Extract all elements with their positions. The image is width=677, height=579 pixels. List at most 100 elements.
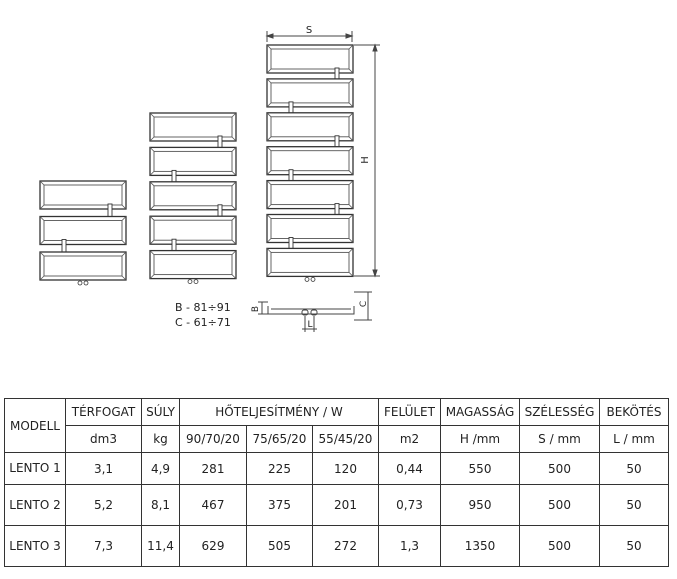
radiator-panel-inner bbox=[270, 116, 350, 138]
radiator-panel bbox=[149, 249, 237, 280]
dimension-h-label: H bbox=[360, 156, 371, 164]
top-view-detail bbox=[258, 291, 372, 332]
cell-width: 500 bbox=[519, 484, 600, 526]
header-surface: FELÜLET bbox=[378, 398, 441, 426]
radiator-valve bbox=[187, 279, 193, 285]
cell-output-1: 467 bbox=[179, 484, 247, 526]
radiator-panel-bevel bbox=[266, 248, 354, 277]
cell-output-1: 629 bbox=[179, 525, 247, 567]
cell-volume: 3,1 bbox=[65, 452, 142, 485]
cell-width: 500 bbox=[519, 452, 600, 485]
radiator-panel-inner bbox=[43, 184, 123, 206]
radiator-panel-inner bbox=[43, 255, 123, 277]
radiator-lento-1-drawing bbox=[39, 180, 127, 286]
unit-volume: dm3 bbox=[65, 425, 142, 453]
radiator-panel bbox=[266, 247, 354, 278]
unit-weight: kg bbox=[141, 425, 180, 453]
radiator-panel bbox=[266, 146, 354, 176]
unit-output-1: 90/70/20 bbox=[179, 425, 247, 453]
radiator-panel-bevel bbox=[266, 112, 354, 142]
spec-table: MODELL TÉRFOGAT SÚLY HŐTELJESÍTMÉNY / W … bbox=[4, 398, 669, 567]
radiator-panel-inner bbox=[153, 185, 233, 207]
radiator-panel-inner bbox=[43, 220, 123, 241]
radiator-panel-inner bbox=[153, 219, 233, 241]
header-connection: BEKÖTÉS bbox=[599, 398, 669, 426]
cell-height: 550 bbox=[440, 452, 520, 485]
header-volume: TÉRFOGAT bbox=[65, 398, 142, 426]
radiator-panel-bevel bbox=[266, 180, 354, 209]
note-c-range: C - 61÷71 bbox=[175, 316, 231, 329]
cell-weight: 4,9 bbox=[141, 452, 180, 485]
unit-output-3: 55/45/20 bbox=[312, 425, 379, 453]
radiator-panel bbox=[149, 146, 237, 177]
radiator-panel-inner bbox=[270, 48, 350, 70]
radiator-panel-bevel bbox=[149, 215, 237, 245]
cell-output-2: 505 bbox=[246, 525, 313, 567]
radiator-panel-inner bbox=[270, 184, 350, 206]
dimension-b-label: B bbox=[251, 306, 261, 312]
cell-volume: 5,2 bbox=[65, 484, 142, 526]
radiator-valve bbox=[310, 276, 316, 282]
cell-surface: 0,44 bbox=[378, 452, 441, 485]
radiator-valve bbox=[77, 280, 83, 286]
radiator-lento-2-drawing bbox=[149, 112, 237, 285]
radiator-panel-inner bbox=[270, 150, 350, 172]
cell-output-2: 375 bbox=[246, 484, 313, 526]
radiator-panel bbox=[266, 78, 354, 108]
radiator-panel-bevel bbox=[149, 181, 237, 211]
radiator-panel-bevel bbox=[266, 146, 354, 175]
radiator-panel bbox=[149, 215, 237, 245]
radiator-panel-bevel bbox=[39, 251, 127, 281]
radiator-panel-inner bbox=[270, 251, 350, 273]
table-row: LENTO 2 5,2 8,1 467 375 201 0,73 950 500… bbox=[4, 484, 669, 526]
radiator-panel-bevel bbox=[149, 112, 237, 142]
cell-connection: 50 bbox=[599, 484, 669, 526]
cell-output-3: 201 bbox=[312, 484, 379, 526]
radiator-panel bbox=[39, 215, 127, 246]
radiator-panel-bevel bbox=[266, 78, 354, 108]
unit-surface: m2 bbox=[378, 425, 441, 453]
header-width: SZÉLESSÉG bbox=[519, 398, 600, 426]
cell-output-3: 272 bbox=[312, 525, 379, 567]
cell-connection: 50 bbox=[599, 525, 669, 567]
radiator-panel-bevel bbox=[266, 44, 354, 74]
table-row: LENTO 1 3,1 4,9 281 225 120 0,44 550 500… bbox=[4, 452, 669, 485]
header-output: HŐTELJESÍTMÉNY / W bbox=[179, 398, 379, 426]
radiator-panel bbox=[266, 213, 354, 244]
note-b-range: B - 81÷91 bbox=[175, 301, 231, 314]
cell-connection: 50 bbox=[599, 452, 669, 485]
header-model: MODELL bbox=[4, 398, 66, 453]
cell-model: LENTO 3 bbox=[4, 525, 66, 567]
unit-width: S / mm bbox=[519, 425, 600, 453]
radiator-panel-inner bbox=[153, 150, 233, 172]
radiator-panel-inner bbox=[153, 116, 233, 138]
cell-output-3: 120 bbox=[312, 452, 379, 485]
cell-surface: 1,3 bbox=[378, 525, 441, 567]
dimension-s bbox=[265, 31, 354, 42]
radiator-valve bbox=[83, 280, 89, 286]
cell-output-2: 225 bbox=[246, 452, 313, 485]
dimension-c-label: C bbox=[359, 301, 369, 307]
radiator-panel-bevel bbox=[149, 250, 237, 279]
cell-model: LENTO 1 bbox=[4, 452, 66, 485]
unit-connection: L / mm bbox=[599, 425, 669, 453]
cell-weight: 11,4 bbox=[141, 525, 180, 567]
radiator-panel-bevel bbox=[39, 216, 127, 245]
radiator-panel-bevel bbox=[266, 214, 354, 243]
radiator-panel-bevel bbox=[149, 147, 237, 176]
radiator-panel-inner bbox=[153, 254, 233, 276]
cell-height: 1350 bbox=[440, 525, 520, 567]
cell-width: 500 bbox=[519, 525, 600, 567]
radiator-panel bbox=[39, 180, 127, 210]
unit-output-2: 75/65/20 bbox=[246, 425, 313, 453]
cell-volume: 7,3 bbox=[65, 525, 142, 567]
radiator-valve bbox=[304, 276, 310, 282]
radiator-panel bbox=[39, 251, 127, 281]
table-header-row: MODELL TÉRFOGAT SÚLY HŐTELJESÍTMÉNY / W … bbox=[4, 398, 669, 453]
table-units-row: dm3 kg 90/70/20 75/65/20 55/45/20 m2 H /… bbox=[5, 425, 669, 453]
radiator-panel-bevel bbox=[39, 180, 127, 210]
radiator-panel-inner bbox=[270, 218, 350, 239]
cell-surface: 0,73 bbox=[378, 484, 441, 526]
cell-model: LENTO 2 bbox=[4, 484, 66, 526]
radiator-valve bbox=[193, 279, 199, 285]
